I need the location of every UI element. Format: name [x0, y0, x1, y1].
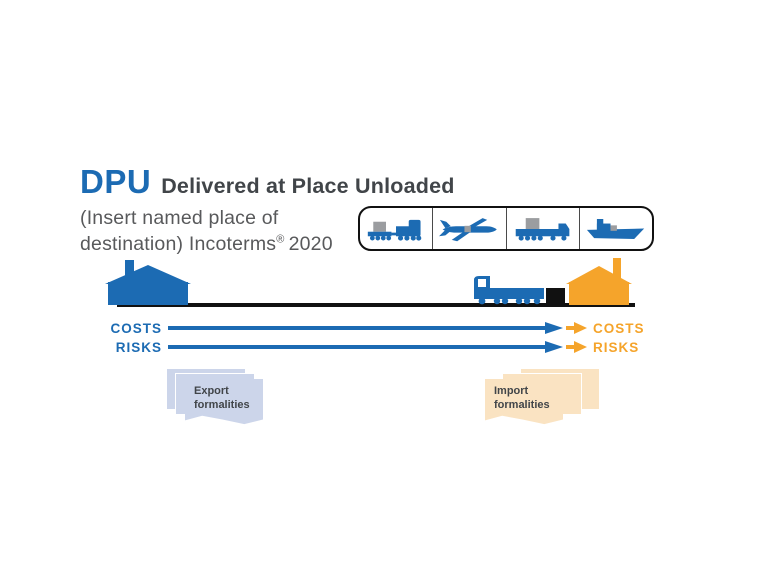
- mode-cell-sea: [578, 208, 652, 249]
- seller-building-icon: [105, 260, 191, 305]
- mode-cell-air: [432, 208, 505, 249]
- export-formalities-label: Export formalities: [194, 385, 250, 413]
- registered-mark: ®: [276, 233, 285, 246]
- transport-modes-box: [358, 206, 654, 251]
- incoterm-subtitle: (Insert named place of destination) Inco…: [80, 206, 333, 257]
- mode-cell-road: [505, 208, 579, 249]
- buyer-building-icon: [566, 258, 632, 305]
- costs-arrow: [168, 322, 563, 334]
- costs-label-seller: COSTS: [110, 320, 162, 336]
- costs-transfer-arrow: [566, 322, 587, 334]
- air-icon: [439, 217, 498, 241]
- import-documents-icon: Import formalities: [485, 369, 605, 427]
- risks-label-seller: RISKS: [115, 339, 162, 355]
- subtitle-line2: destination) Incoterms®2020: [80, 232, 333, 258]
- import-label-line1: Import: [494, 385, 529, 397]
- subtitle-year: 2020: [288, 232, 333, 255]
- export-label-line2: formalities: [194, 398, 250, 411]
- import-label-line2: formalities: [494, 398, 550, 411]
- sea-icon: [586, 218, 645, 239]
- page-title: DPU Delivered at Place Unloaded: [80, 163, 455, 201]
- incoterm-code: DPU: [80, 163, 152, 200]
- import-formalities-label: Import formalities: [494, 385, 550, 413]
- import-paper-front: Import formalities: [485, 379, 563, 425]
- risks-label-buyer: RISKS: [593, 339, 640, 355]
- subtitle-line2-text: destination) Incoterms: [80, 232, 277, 255]
- incoterm-title: Delivered at Place Unloaded: [161, 174, 455, 198]
- risks-arrow: [168, 341, 563, 353]
- rail-icon: [367, 219, 422, 241]
- costs-label-buyer: COSTS: [593, 320, 645, 336]
- road-icon: [515, 217, 569, 241]
- timeline-line: [117, 303, 635, 307]
- risks-transfer-arrow: [566, 341, 587, 353]
- mode-cell-rail: [360, 208, 432, 249]
- subtitle-line1: (Insert named place of: [80, 207, 279, 229]
- unloaded-goods-icon: [546, 288, 565, 305]
- export-label-line1: Export: [194, 385, 229, 397]
- delivery-truck-icon: [471, 267, 545, 306]
- costs-row: COSTS COSTS: [80, 320, 651, 336]
- risks-row: RISKS RISKS: [80, 339, 645, 355]
- export-documents-icon: Export formalities: [167, 369, 287, 427]
- export-paper-front: Export formalities: [185, 379, 263, 425]
